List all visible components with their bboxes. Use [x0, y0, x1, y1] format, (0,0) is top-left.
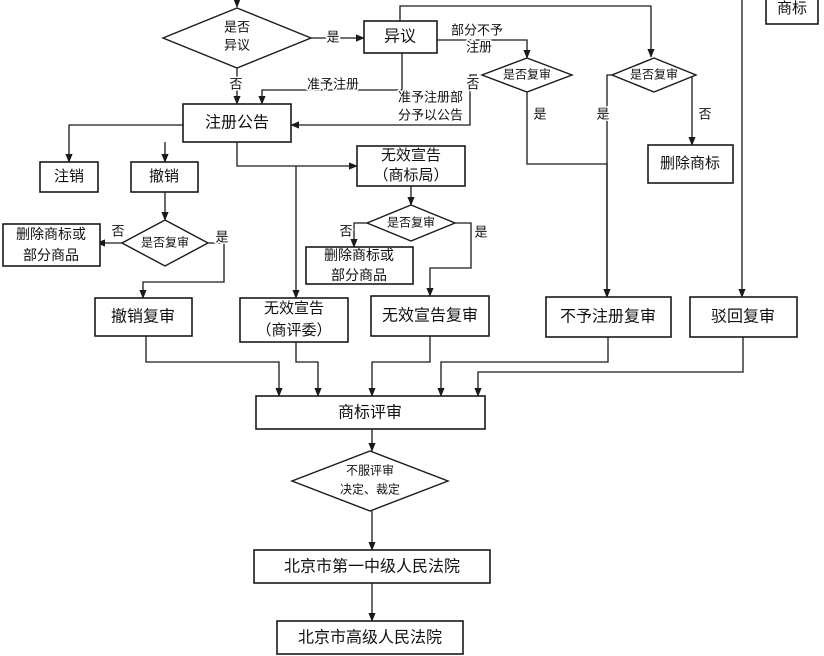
edge-revocation-yes-to-review [139, 242, 225, 299]
edge-label-no-revocation: 否 [111, 225, 124, 240]
revocation-review-decision [120, 219, 210, 267]
invalidation-trab-label-2: （商评委） [256, 321, 331, 339]
invalidation-review-decision-label: 是否复审 [387, 215, 435, 230]
review-decision-1-label: 是否复审 [503, 67, 551, 82]
edge-partial-announce [290, 74, 477, 129]
edge-approve-registration [258, 53, 403, 105]
delete-or-partial-box-left [2, 223, 101, 267]
refusal-review-label: 不予注册复审 [560, 307, 656, 326]
beijing-intermediate-court-box [253, 549, 491, 584]
rejection-review-box [689, 296, 798, 338]
edge-refusal-review-to-review [437, 337, 609, 397]
edge-label-no-invalidation: 否 [339, 225, 352, 240]
review-decision-2-label: 是否复审 [630, 67, 678, 82]
edge-label-no-opposition: 否 [229, 78, 242, 93]
revocation-review-label: 撤销复审 [111, 307, 175, 326]
edge-announce-to-cancellation [65, 124, 183, 163]
delete-or-partial-left-1: 删除商标或 [16, 227, 86, 243]
appeal-decision-1: 不服评审 [346, 463, 394, 478]
invalidation-review-decision [365, 204, 457, 242]
edge-label-yes-review1: 是 [533, 108, 546, 123]
edge-announce-to-invalidation-tmo [236, 142, 358, 170]
edge-label-partial-refusal-1: 部分不予 [451, 24, 503, 39]
edge-label-yes-invalidation: 是 [474, 226, 487, 241]
revocation-review-decision-label: 是否复审 [141, 235, 189, 250]
delete-or-partial-left-2: 部分商品 [23, 248, 79, 264]
edge-rejection-review-to-review [474, 337, 744, 397]
beijing-intermediate-court-label: 北京市第一中级人民法院 [284, 557, 460, 576]
rejection-review-label: 驳回复审 [711, 307, 775, 326]
delete-trademark-box-top [647, 144, 734, 184]
invalidation-trab-box [239, 297, 349, 343]
revocation-label: 撤销 [149, 167, 179, 185]
invalidation-tmo-box [356, 145, 466, 187]
cancellation-box [39, 161, 99, 193]
invalidation-trab-label-1: 无效宣告 [264, 299, 324, 317]
edge-label-yes-review2: 是 [596, 108, 609, 123]
edge-label-no-review1: 否 [466, 78, 479, 93]
opposition-decision-1: 是否 [224, 21, 250, 36]
trademark-corner-box [765, 0, 819, 25]
edge-revocation-review-to-review [145, 336, 283, 397]
refusal-review-box [545, 296, 672, 338]
edge-label-yes-revocation: 是 [215, 231, 228, 246]
appeal-decision-2: 决定、裁定 [340, 482, 400, 497]
registration-announcement-box [182, 103, 292, 143]
edge-review2-no-to-delete [688, 74, 696, 146]
beijing-higher-court-box [276, 620, 464, 655]
trademark-corner-label: 商标 [777, 0, 807, 17]
registration-announcement-label: 注册公告 [205, 113, 269, 132]
trademark-review-label: 商标评审 [338, 403, 402, 422]
invalidation-tmo-label-1: 无效宣告 [381, 146, 441, 164]
yiyi-box [363, 20, 438, 54]
edge-label-partial-announce-1: 准予注册部 [398, 91, 463, 106]
cancellation-label: 注销 [54, 167, 84, 185]
delete-or-partial-box-mid [305, 246, 414, 285]
delete-trademark-label-top: 删除商标 [660, 154, 720, 172]
delete-or-partial-mid-2: 部分商品 [331, 268, 387, 284]
edge-invalidation-review-to-review [368, 336, 431, 397]
edge-label-yes-opposition: 是 [326, 31, 339, 46]
edge-partial-refusal [437, 39, 531, 59]
edge-label-partial-refusal-2: 注册 [466, 41, 492, 56]
invalidation-review-label: 无效宣告复审 [382, 306, 478, 325]
edge-review1-yes-to-refusal [526, 92, 611, 298]
opposition-decision [161, 7, 313, 69]
edge-label-approve-registration: 准予注册 [307, 78, 359, 93]
edge-invalidation-no-to-delete [350, 222, 367, 248]
edge-top-line-to-review2 [399, 5, 655, 58]
review-decision-2 [610, 57, 698, 93]
delete-or-partial-mid-1: 删除商标或 [324, 248, 394, 264]
revocation-review-box [94, 297, 193, 337]
edge-label-no-review2: 否 [698, 108, 711, 123]
invalidation-review-box [370, 295, 490, 337]
yiyi-label: 异议 [384, 27, 416, 46]
review-decision-1 [480, 57, 574, 93]
trademark-review-box [255, 395, 486, 430]
beijing-higher-court-label: 北京市高级人民法院 [298, 628, 442, 647]
revocation-box [130, 161, 199, 193]
edge-invalidation-yes-to-review [426, 222, 472, 297]
invalidation-tmo-label-2: （商标局） [373, 166, 448, 184]
edge-trab-to-review [295, 342, 322, 397]
edge-label-partial-announce-2: 分予以公告 [398, 109, 463, 124]
appeal-decision [290, 450, 450, 512]
opposition-decision-2: 异议 [224, 39, 250, 54]
